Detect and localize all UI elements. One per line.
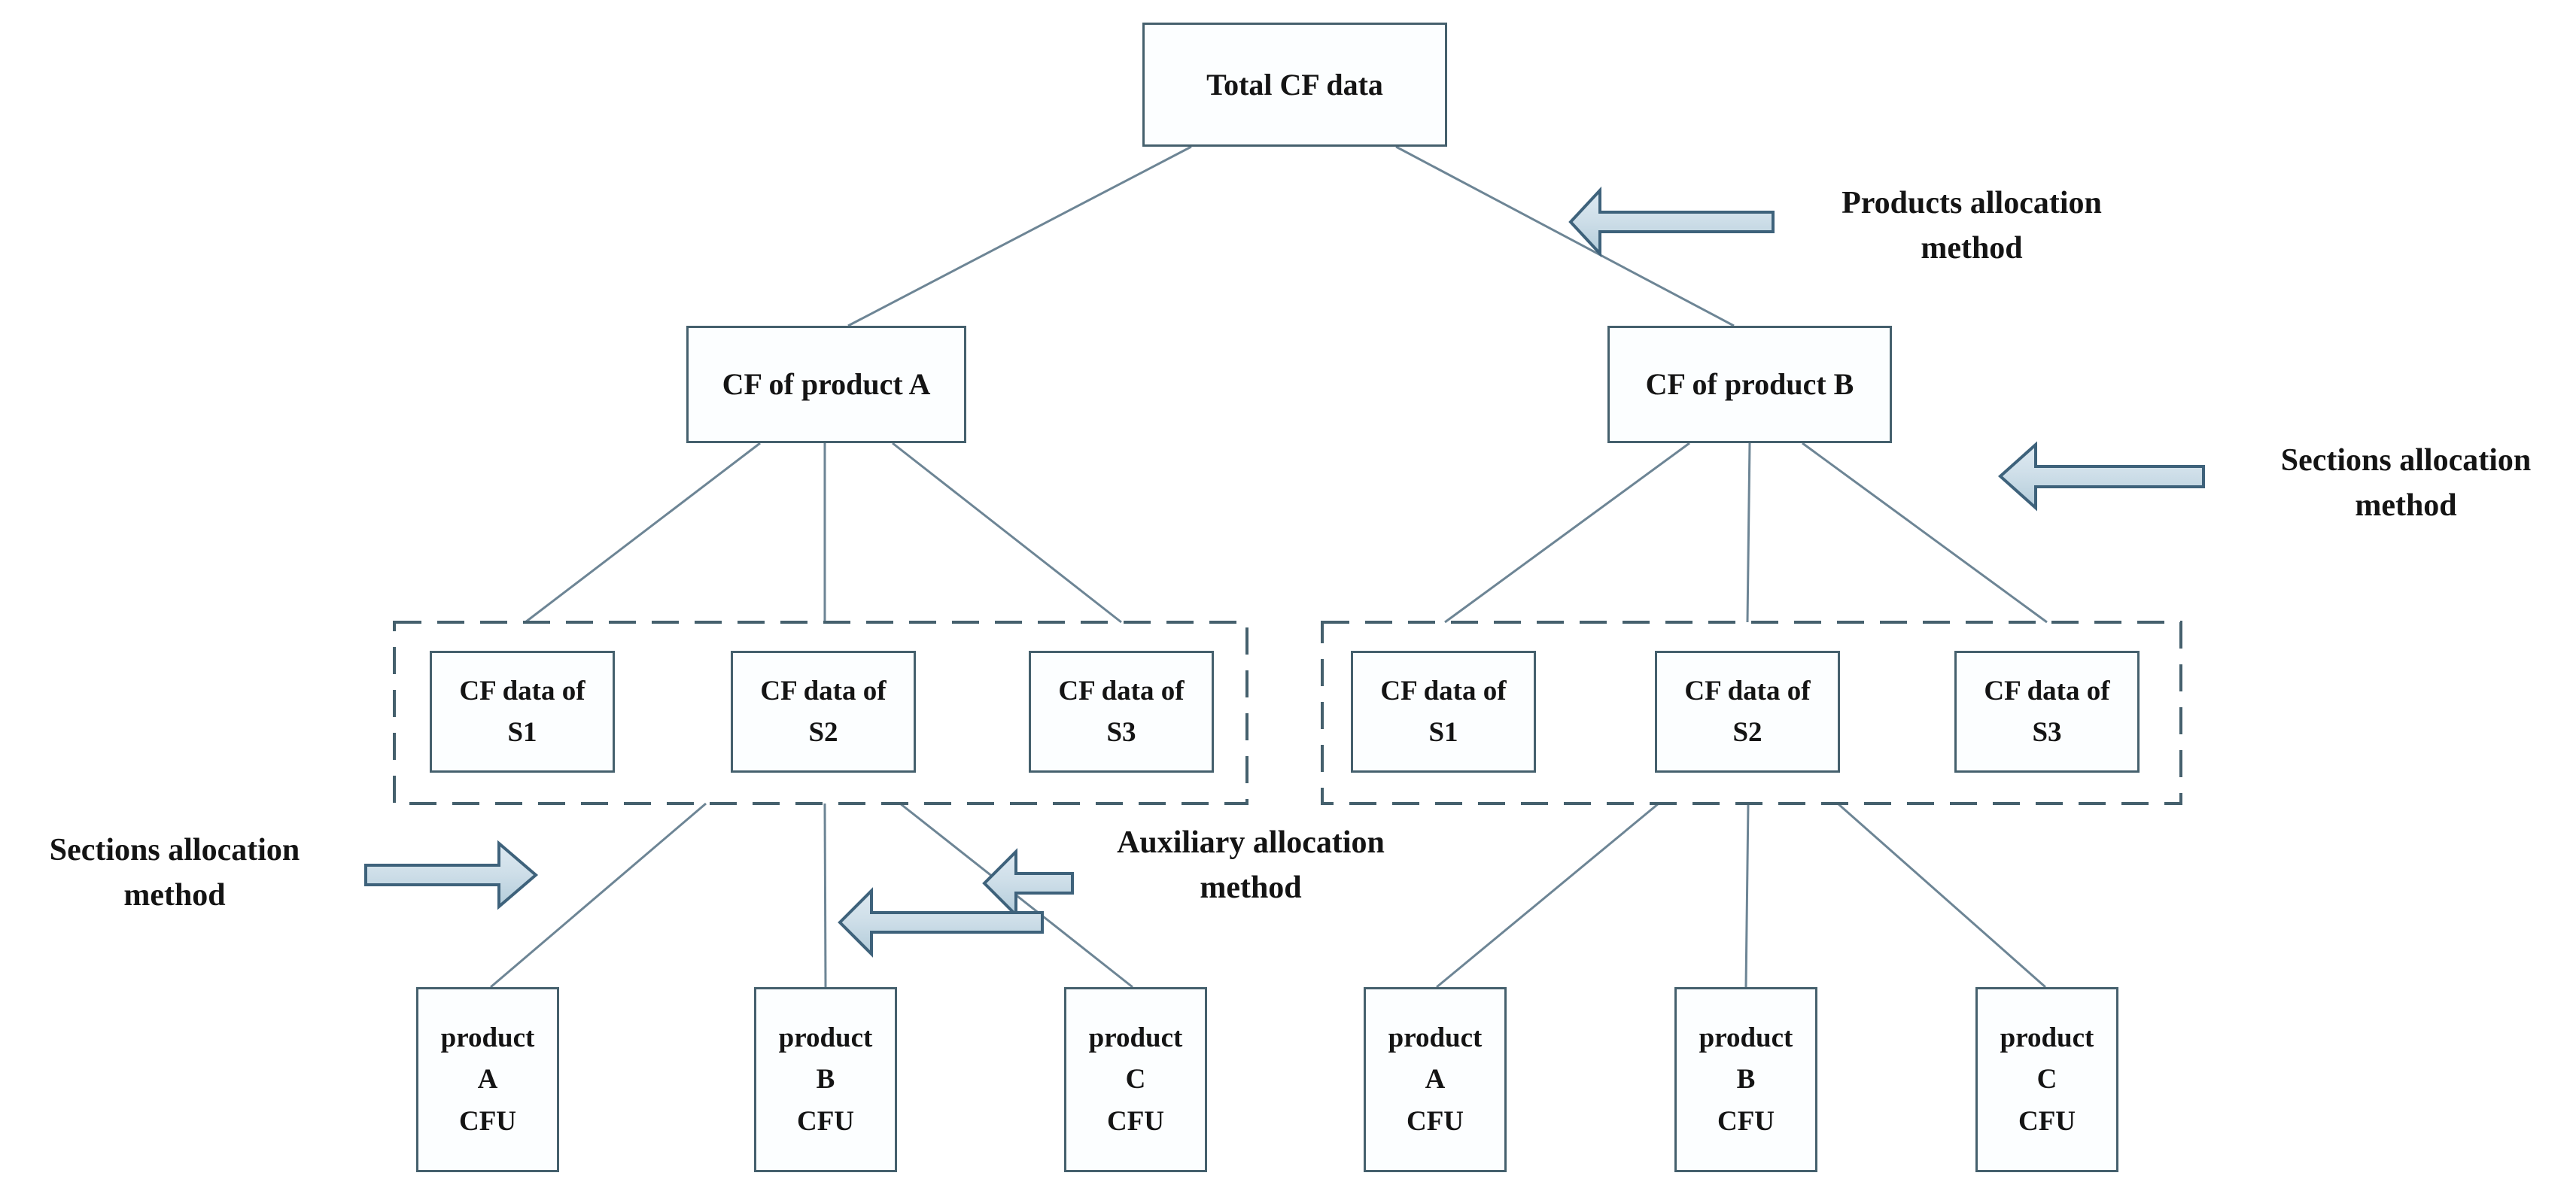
auxiliary-allocation-large-arrow-left-icon bbox=[838, 887, 1044, 958]
node-left-product-a-cfu: product A CFU bbox=[416, 987, 559, 1172]
sections-allocation-left-arrow-right-icon bbox=[364, 840, 539, 910]
node-right-product-b-cfu: product B CFU bbox=[1674, 987, 1817, 1172]
connector-line bbox=[1444, 442, 1690, 624]
connector-line bbox=[490, 802, 707, 989]
node-left-cf-data-of-s3: CF data of S3 bbox=[1029, 651, 1214, 773]
connector-line bbox=[1746, 442, 1751, 623]
sections-allocation-method-right-label: Sections allocation method bbox=[2280, 443, 2532, 523]
connector-line bbox=[1744, 803, 1750, 988]
connector-line bbox=[847, 145, 1192, 327]
node-total-cf-data: Total CF data bbox=[1142, 23, 1447, 147]
node-right-cf-data-of-s2: CF data of S2 bbox=[1655, 651, 1840, 773]
connector-line bbox=[1837, 802, 2046, 989]
sections-allocation-right-arrow-left-icon bbox=[1997, 441, 2205, 512]
connector-line bbox=[1395, 145, 1735, 327]
sections-allocation-method-left-label: Sections allocation method bbox=[49, 833, 300, 913]
node-right-product-a-cfu: product A CFU bbox=[1364, 987, 1507, 1172]
products-allocation-method-label: Products allocation method bbox=[1842, 186, 2102, 266]
connector-line bbox=[525, 442, 761, 624]
connector-line bbox=[1436, 802, 1659, 989]
node-left-product-b-cfu: product B CFU bbox=[754, 987, 897, 1172]
node-right-cf-data-of-s1: CF data of S1 bbox=[1351, 651, 1536, 773]
right-sections-dashed-box bbox=[1321, 621, 2182, 805]
node-left-cf-data-of-s1: CF data of S1 bbox=[430, 651, 615, 773]
products-allocation-arrow-left-icon bbox=[1568, 186, 1775, 258]
connector-line bbox=[1802, 442, 2048, 624]
connector-line bbox=[823, 803, 827, 988]
node-left-product-c-cfu: product C CFU bbox=[1064, 987, 1207, 1172]
node-left-cf-data-of-s2: CF data of S2 bbox=[731, 651, 916, 773]
node-cf-of-product-a: CF of product A bbox=[686, 326, 966, 443]
node-cf-of-product-b: CF of product B bbox=[1607, 326, 1892, 443]
left-sections-dashed-box bbox=[393, 621, 1248, 805]
node-right-cf-data-of-s3: CF data of S3 bbox=[1954, 651, 2140, 773]
node-right-product-c-cfu: product C CFU bbox=[1975, 987, 2118, 1172]
auxiliary-allocation-method-label: Auxiliary allocation method bbox=[1117, 825, 1385, 905]
connector-line bbox=[892, 442, 1122, 624]
